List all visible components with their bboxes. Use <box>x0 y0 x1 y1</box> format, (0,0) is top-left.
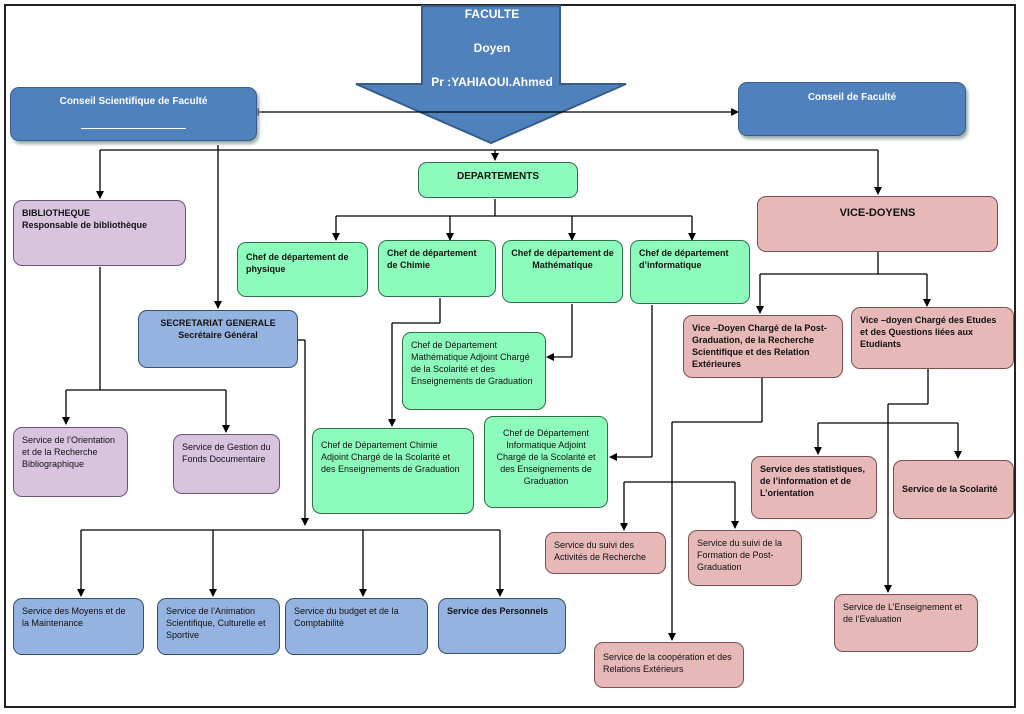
service-recherche-box: Service du suivi des Activités de Recher… <box>545 532 666 574</box>
departements-box: DEPARTEMENTS <box>418 162 578 198</box>
service-fonds-label: Service de Gestion du Fonds Documentaire <box>182 442 271 464</box>
service-enseignement-label: Service de L’Enseignement et de l’Evalua… <box>843 602 963 624</box>
conseil-scientifique-label: Conseil Scientifique de Faculté <box>59 96 208 107</box>
service-cooperation-box: Service de la coopération et des Relatio… <box>594 642 744 688</box>
doyen-faculte: FACULTE <box>464 7 520 21</box>
departements-label: DEPARTEMENTS <box>456 171 540 182</box>
conseil-faculte-label: Conseil de Faculté <box>807 92 897 103</box>
bibliotheque-box: BIBLIOTHEQUE Responsable de bibliothèque <box>13 200 186 266</box>
bibliotheque-subtitle: Responsable de bibliothèque <box>22 220 148 230</box>
conseil-scientifique-box: Conseil Scientifique de Faculté <box>10 87 257 141</box>
adjoint-math-label: Chef de Département Mathématique Adjoint… <box>411 340 533 386</box>
vice-doyen-pg-box: Vice –Doyen Chargé de la Post-Graduation… <box>683 315 843 378</box>
service-fonds-box: Service de Gestion du Fonds Documentaire <box>173 434 280 494</box>
service-formation-label: Service du suivi de la Formation de Post… <box>697 538 783 572</box>
chef-physique-label: Chef de département de physique <box>246 252 349 274</box>
adjoint-math-box: Chef de Département Mathématique Adjoint… <box>402 332 546 410</box>
conseil-faculte-box: Conseil de Faculté <box>738 82 966 136</box>
service-scolarite-box: Service de la Scolarité <box>893 460 1014 519</box>
adjoint-info-box: Chef de Département Informatique Adjoint… <box>484 416 608 508</box>
vice-doyen-etudes-box: Vice –doyen Chargé des Etudes et des Que… <box>851 307 1014 369</box>
chef-physique-box: Chef de département de physique <box>237 242 368 297</box>
service-personnels-box: Service des Personnels <box>438 598 566 654</box>
vice-doyen-etudes-label: Vice –doyen Chargé des Etudes et des Que… <box>860 315 997 349</box>
service-animation-box: Service de l’Animation Scientifique, Cul… <box>157 598 280 655</box>
chef-info-box: Chef de département d’informatique <box>630 240 750 304</box>
adjoint-info-label: Chef de Département Informatique Adjoint… <box>496 428 596 486</box>
service-orientation-box: Service de l’Orientation et de la Recher… <box>13 427 128 497</box>
service-enseignement-box: Service de L’Enseignement et de l’Evalua… <box>834 594 978 652</box>
secretariat-box: SECRETARIAT GENERALE Secrétaire Général <box>138 310 298 368</box>
service-moyens-box: Service des Moyens et de la Maintenance <box>13 598 144 655</box>
service-budget-box: Service du budget et de la Comptabilité <box>285 598 428 655</box>
service-moyens-label: Service des Moyens et de la Maintenance <box>22 606 126 628</box>
conseil-underline <box>81 128 186 129</box>
secretariat-subtitle: Secrétaire Général <box>178 330 258 340</box>
service-formation-box: Service du suivi de la Formation de Post… <box>688 530 802 586</box>
service-personnels-label: Service des Personnels <box>447 606 549 616</box>
service-scolarite-label: Service de la Scolarité <box>902 484 998 494</box>
service-cooperation-label: Service de la coopération et des Relatio… <box>603 652 732 674</box>
secretariat-title: SECRETARIAT GENERALE <box>160 318 276 328</box>
chef-chimie-label: Chef de département de Chimie <box>387 248 477 270</box>
bibliotheque-title: BIBLIOTHEQUE <box>22 208 91 218</box>
chef-info-label: Chef de département d’informatique <box>639 248 729 270</box>
adjoint-chimie-box: Chef de Département Chimie Adjoint Charg… <box>312 428 474 514</box>
doyen-title: Doyen <box>473 41 511 55</box>
service-budget-label: Service du budget et de la Comptabilité <box>294 606 399 628</box>
service-animation-label: Service de l’Animation Scientifique, Cul… <box>166 606 266 640</box>
vice-doyens-label: VICE-DOYENS <box>839 207 916 219</box>
service-statistiques-label: Service des statistiques, de l’informati… <box>760 464 866 498</box>
service-orientation-label: Service de l’Orientation et de la Recher… <box>22 435 116 469</box>
chef-math-box: Chef de département de Mathématique <box>502 240 623 303</box>
chef-math-label: Chef de département de Mathématique <box>511 248 614 270</box>
vice-doyen-pg-label: Vice –Doyen Chargé de la Post-Graduation… <box>692 323 827 369</box>
service-recherche-label: Service du suivi des Activités de Recher… <box>554 540 647 562</box>
adjoint-chimie-label: Chef de Département Chimie Adjoint Charg… <box>321 440 460 474</box>
doyen-box: FACULTE Doyen Pr :YAHIAOUI.Ahmed <box>422 8 562 110</box>
vice-doyens-box: VICE-DOYENS <box>757 196 998 252</box>
doyen-name: Pr :YAHIAOUI.Ahmed <box>431 75 553 89</box>
chef-chimie-box: Chef de département de Chimie <box>378 240 496 297</box>
service-statistiques-box: Service des statistiques, de l’informati… <box>751 456 877 519</box>
